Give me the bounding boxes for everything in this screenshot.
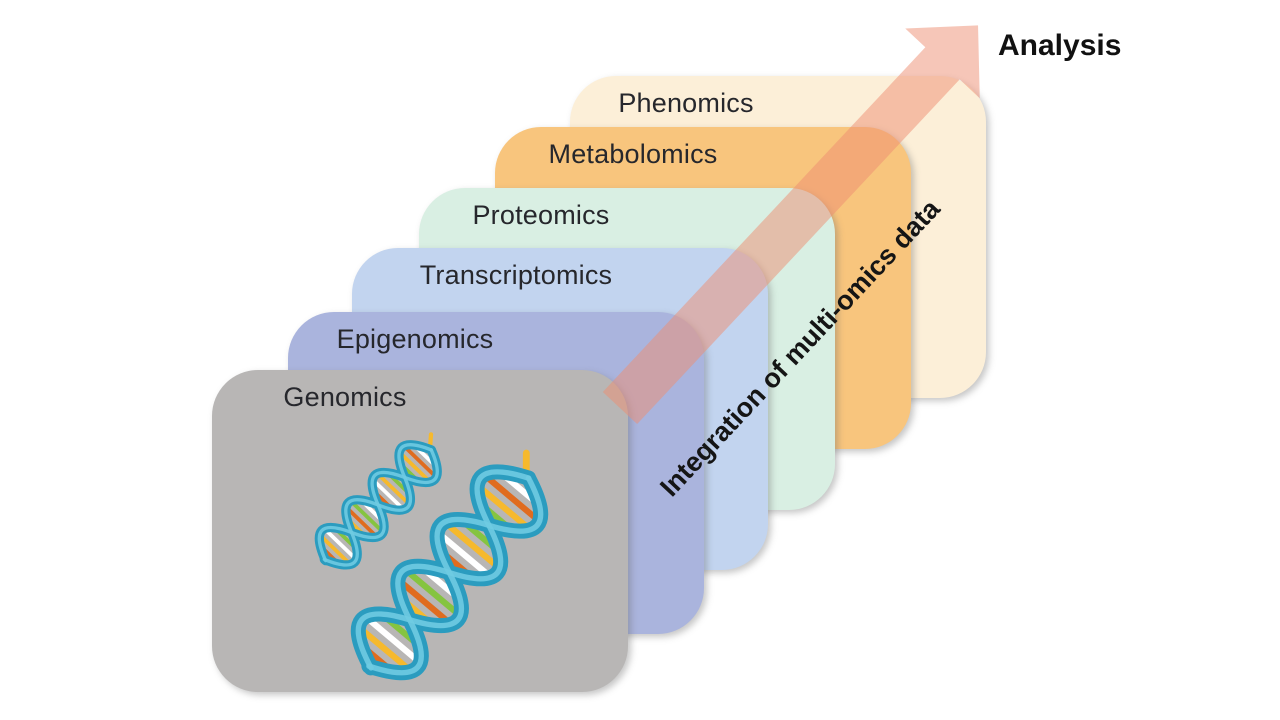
dna-icon: [212, 370, 628, 692]
analysis-label: Analysis: [998, 29, 1122, 62]
layer-label-proteomics: Proteomics: [472, 200, 610, 230]
layer-label-metabolomics: Metabolomics: [548, 139, 718, 169]
layer-label-transcriptomics: Transcriptomics: [419, 260, 613, 290]
layer-label-phenomics: Phenomics: [618, 88, 754, 118]
layer-label-genomics: Genomics: [283, 382, 407, 412]
layer-card-genomics: Genomics: [212, 370, 628, 692]
layer-label-epigenomics: Epigenomics: [336, 324, 494, 354]
